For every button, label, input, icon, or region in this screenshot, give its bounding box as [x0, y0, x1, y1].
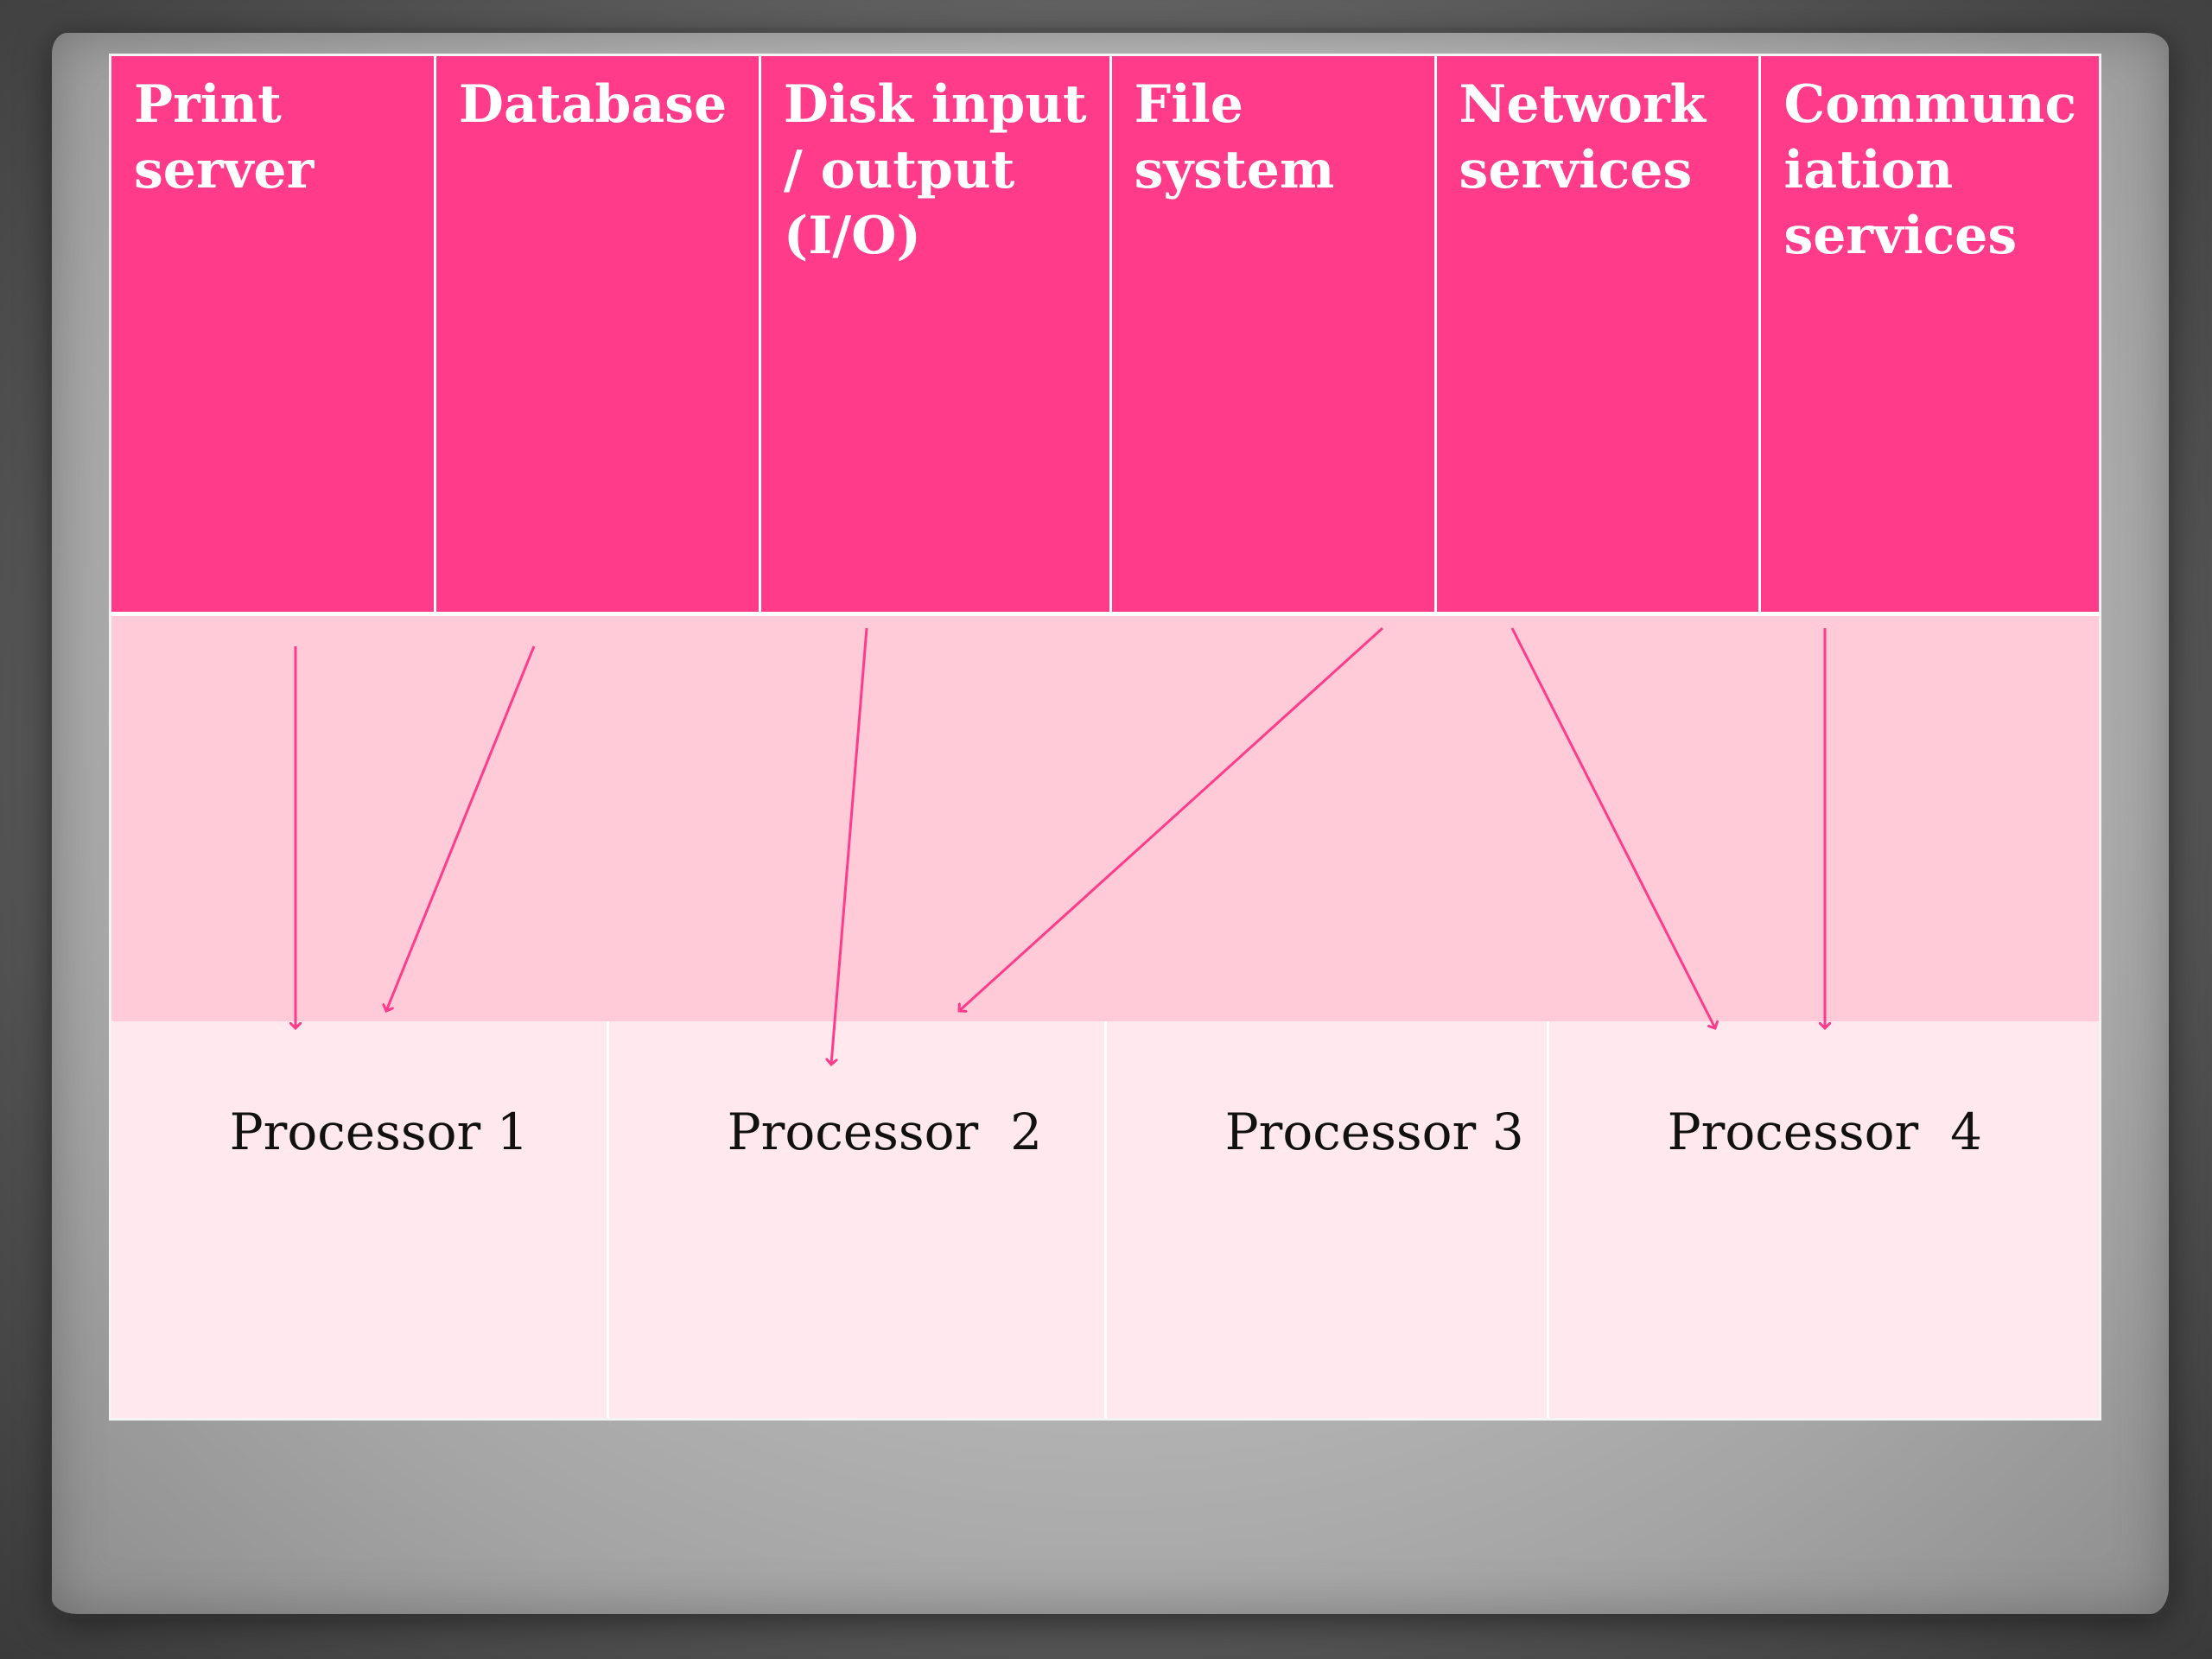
processor-2-cell: Processor 2: [609, 1021, 1107, 1418]
service-database: Database: [436, 56, 761, 612]
processor-label: Processor 3: [1224, 1103, 1524, 1161]
processor-1-cell: Processor 1: [111, 1021, 609, 1418]
service-label: Print server: [134, 74, 315, 200]
processor-4-cell: Processor 4: [1549, 1021, 2099, 1418]
service-communication-services: Communc iation services: [1761, 56, 2099, 612]
service-label: Disk input / output (I/O): [783, 74, 1087, 266]
processors-row: Processor 1 Processor 2 Processor 3 Proc…: [111, 1021, 2099, 1418]
service-disk-io: Disk input / output (I/O): [761, 56, 1112, 612]
processor-label: Processor 2: [727, 1103, 1043, 1161]
services-row: Print server Database Disk input / outpu…: [111, 56, 2099, 616]
service-label: Network services: [1459, 74, 1707, 200]
service-label: File system: [1134, 74, 1335, 200]
assignment-band: [111, 616, 2099, 1077]
processor-label: Processor 4: [1667, 1103, 1983, 1161]
processor-3-cell: Processor 3: [1107, 1021, 1549, 1418]
service-print-server: Print server: [111, 56, 436, 612]
service-network-services: Network services: [1437, 56, 1762, 612]
service-label: Database: [458, 74, 728, 135]
service-processor-diagram: Print server Database Disk input / outpu…: [109, 54, 2101, 1421]
processor-label: Processor 1: [229, 1103, 529, 1161]
service-label: Communc iation services: [1783, 74, 2076, 266]
service-file-system: File system: [1112, 56, 1437, 612]
